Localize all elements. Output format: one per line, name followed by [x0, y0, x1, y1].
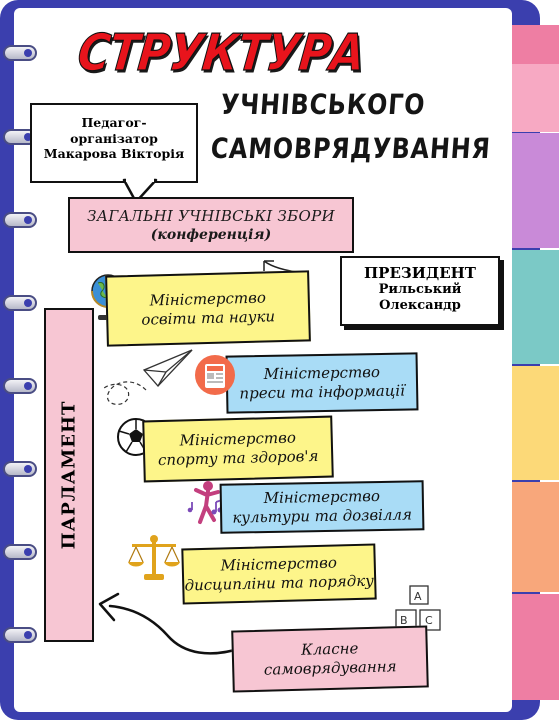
- spiral-ring: [3, 45, 37, 61]
- ministry-education-card: Міністерство освіти та науки: [105, 270, 311, 347]
- organizer-bubble: Педагог- організатор Макарова Вікторія: [30, 103, 198, 183]
- ministry-2-line2: преси та інформації: [239, 381, 406, 403]
- news-icon: [194, 354, 236, 396]
- title-line-2: УЧНІВСЬКОГО: [219, 88, 427, 121]
- block-letter-b: B: [400, 614, 408, 627]
- ministry-3-line2: спорту та здоров'я: [157, 446, 319, 470]
- music-person-icon: [186, 478, 226, 530]
- president-box: ПРЕЗИДЕНТ Рильський Олександр: [340, 256, 500, 326]
- ministry-4-line1: Міністерство: [263, 487, 381, 508]
- parliament-banner: ПАРЛАМЕНТ: [44, 308, 94, 642]
- organizer-role-1: Педагог-: [81, 115, 147, 130]
- block-letter-a: A: [414, 590, 422, 603]
- paper-plane-icon: [103, 349, 193, 405]
- class-line2: самоврядування: [263, 657, 397, 679]
- spiral-ring: [3, 627, 37, 643]
- assembly-title: ЗАГАЛЬНІ УЧНІВСЬКІ ЗБОРИ: [87, 207, 335, 225]
- bubble-tail: [122, 178, 158, 204]
- spiral-ring: [3, 544, 37, 560]
- organizer-role-2: організатор: [70, 130, 158, 146]
- abc-blocks-icon: A B C: [392, 584, 448, 634]
- scales-icon: [126, 534, 182, 584]
- ministry-press-card: Міністерство преси та інформації: [225, 352, 419, 414]
- ministry-culture-card: Міністерство культури та дозвілля: [219, 480, 425, 534]
- block-letter-c: C: [425, 614, 433, 627]
- organizer-name: Макарова Вікторія: [43, 146, 185, 162]
- ministry-1-line2: освіти та науки: [141, 306, 276, 329]
- spiral-ring: [3, 378, 37, 394]
- spiral-ring: [3, 212, 37, 228]
- class-line1: Класне: [300, 639, 359, 659]
- spiral-ring: [3, 461, 37, 477]
- ministry-4-line2: культури та дозвілля: [232, 505, 413, 527]
- parliament-label: ПАРЛАМЕНТ: [58, 400, 80, 550]
- title-line-3: САМОВРЯДУВАННЯ: [209, 132, 492, 165]
- spiral-ring: [3, 295, 37, 311]
- curved-arrow-icon: [98, 592, 244, 655]
- president-name-1: Рильський: [378, 282, 462, 297]
- general-assembly-banner: ЗАГАЛЬНІ УЧНІВСЬКІ ЗБОРИ (конференція): [68, 197, 354, 253]
- page-title: СТРУКТУРА: [74, 24, 367, 84]
- ministry-sport-card: Міністерство спорту та здоров'я: [142, 415, 334, 483]
- ministry-2-line1: Міністерство: [263, 363, 381, 384]
- president-name-2: Олександр: [379, 297, 461, 313]
- president-title: ПРЕЗИДЕНТ: [364, 264, 476, 282]
- class-self-government-card: Класне самоврядування: [231, 625, 429, 693]
- assembly-subtitle: (конференція): [150, 227, 272, 243]
